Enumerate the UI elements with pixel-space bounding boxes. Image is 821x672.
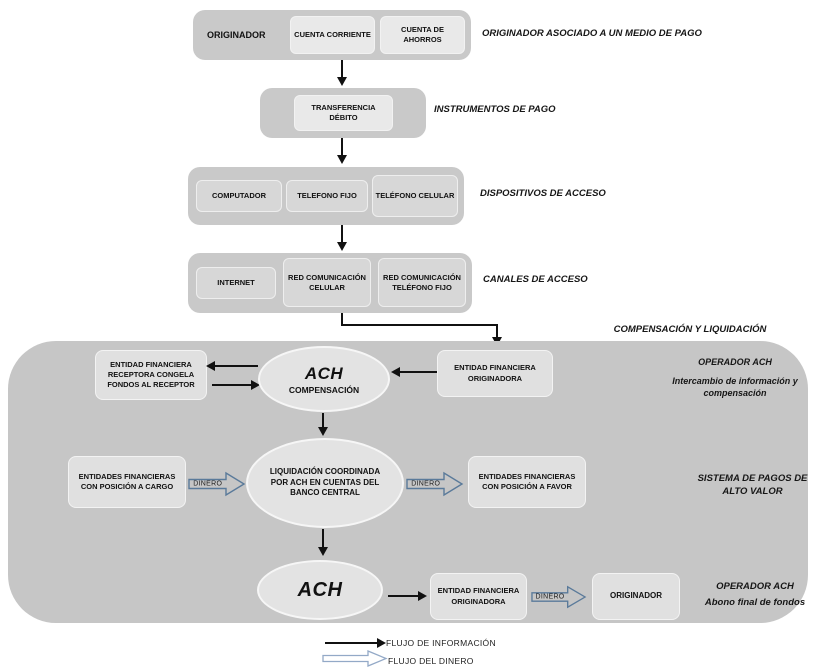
box-originador-final: ORIGINADOR: [592, 573, 680, 620]
arrowA-left-line: [214, 365, 258, 367]
money-arrow-label: DINERO: [193, 480, 223, 488]
legend-info-arrow-line: [325, 642, 379, 644]
arrowA-mid-line: [399, 371, 437, 373]
legend-info-label: FLUJO DE INFORMACIÓN: [386, 638, 496, 648]
arrow-head-1: [337, 77, 347, 86]
arrow-vA-line: [322, 413, 324, 429]
box-entidad-receptora: ENTIDAD FINANCIERA RECEPTORA CONGELA FON…: [95, 350, 207, 400]
money-arrow-shape: [531, 585, 587, 609]
operador-ach-bottom-sub: Abono final de fondos: [704, 597, 806, 609]
originator-label: ORIGINADOR: [207, 30, 266, 40]
arrow-vA-head: [318, 427, 328, 436]
money-arrow-2: DINERO: [406, 470, 464, 498]
liquidacion-text: LIQUIDACIÓN COORDINADA POR ACH EN CUENTA…: [269, 466, 381, 498]
ellipse-ach-bottom: ACH: [257, 560, 383, 620]
connector-h: [341, 324, 498, 326]
legend-money-arrow-shape: [322, 650, 388, 667]
ach-bottom-title: ACH: [297, 578, 343, 601]
box-transferencia-debito: TRANSFERENCIA DÉBITO: [294, 95, 393, 131]
legend-info-arrow-head: [377, 638, 386, 648]
side-label-canales: CANALES DE ACCESO: [483, 274, 588, 285]
ach-subtitle: COMPENSACIÓN: [288, 384, 360, 395]
box-posicion-cargo: ENTIDADES FINANCIERAS CON POSICIÓN A CAR…: [68, 456, 186, 508]
box-entidad-originadora-bottom: ENTIDAD FINANCIERA ORIGINADORA: [430, 573, 527, 620]
money-arrow-1: DINERO: [188, 470, 246, 498]
arrow-line-3: [341, 225, 343, 243]
box-red-telefono-fijo: RED COMUNICACIÓN TELÉFONO FIJO: [378, 258, 466, 307]
arrow-head-2: [337, 155, 347, 164]
devices-group: COMPUTADOR TELEFONO FIJO TELÉFONO CELULA…: [188, 167, 464, 225]
arrow-head-3: [337, 242, 347, 251]
side-operador-ach-top: OPERADOR ACH Intercambio de información …: [655, 356, 815, 400]
box-telefono-celular: TELÉFONO CELULAR: [372, 175, 458, 217]
originator-group: ORIGINADOR CUENTA CORRIENTE CUENTA DE AH…: [193, 10, 471, 60]
money-arrow-shape: [406, 471, 464, 497]
arrowA-left-head: [206, 361, 215, 371]
side-operador-ach-bottom: OPERADOR ACH Abono final de fondos: [690, 580, 820, 610]
ellipse-liquidacion: LIQUIDACIÓN COORDINADA POR ACH EN CUENTA…: [246, 438, 404, 528]
box-telefono-fijo: TELEFONO FIJO: [286, 180, 368, 212]
box-cuenta-corriente: CUENTA CORRIENTE: [290, 16, 375, 54]
operador-ach-sub: Intercambio de información y compensació…: [672, 375, 798, 399]
instruments-group: TRANSFERENCIA DÉBITO: [260, 88, 426, 138]
side-label-medio-pago: ORIGINADOR ASOCIADO A UN MEDIO DE PAGO: [482, 28, 702, 39]
arrowA-right-head: [251, 380, 260, 390]
legend-money-label: FLUJO DEL DINERO: [388, 656, 474, 666]
connector-v1: [341, 313, 343, 326]
arrow-line-1: [341, 60, 343, 78]
money-arrow-label: DINERO: [411, 480, 441, 488]
arrow-line-2: [341, 138, 343, 156]
arrowC-head: [418, 591, 427, 601]
money-arrow-label: DINERO: [535, 593, 565, 601]
box-internet: INTERNET: [196, 267, 276, 299]
side-label-dispositivos: DISPOSITIVOS DE ACCESO: [480, 188, 606, 199]
arrow-vB-head: [318, 547, 328, 556]
box-red-celular: RED COMUNICACIÓN CELULAR: [283, 258, 371, 307]
channels-group: INTERNET RED COMUNICACIÓN CELULAR RED CO…: [188, 253, 472, 313]
box-computador: COMPUTADOR: [196, 180, 282, 212]
clearing-header: COMPENSACIÓN Y LIQUIDACIÓN: [613, 324, 767, 335]
arrowA-mid-head: [391, 367, 400, 377]
arrow-vB-line: [322, 529, 324, 549]
arrowA-right-line: [212, 384, 254, 386]
side-label-instrumentos: INSTRUMENTOS DE PAGO: [434, 104, 556, 115]
legend-money-arrow: [322, 650, 388, 667]
box-cuenta-ahorros: CUENTA DE AHORROS: [380, 16, 465, 54]
box-entidad-originadora-top: ENTIDAD FINANCIERA ORIGINADORA: [437, 350, 553, 397]
operador-ach-title: OPERADOR ACH: [698, 357, 772, 367]
money-arrow-3: DINERO: [531, 584, 587, 610]
money-arrow-shape: [188, 471, 246, 497]
operador-ach-bottom-title: OPERADOR ACH: [716, 581, 794, 592]
ach-title: ACH: [304, 363, 344, 383]
side-sistema-pagos: SISTEMA DE PAGOS DE ALTO VALOR: [697, 473, 808, 498]
box-posicion-favor: ENTIDADES FINANCIERAS CON POSICIÓN A FAV…: [468, 456, 586, 508]
connector-v2: [496, 324, 498, 338]
arrowC-line: [388, 595, 420, 597]
ellipse-ach-compensacion: ACH COMPENSACIÓN: [258, 346, 390, 412]
